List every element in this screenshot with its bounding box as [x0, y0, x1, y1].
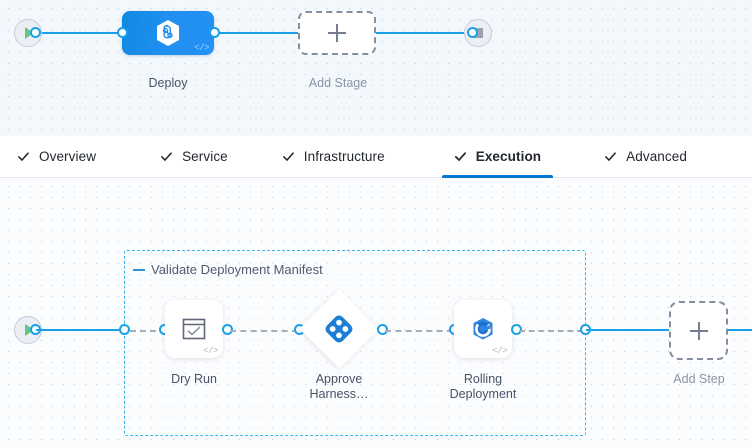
- tab-infrastructure[interactable]: Infrastructure: [281, 136, 386, 178]
- execution-canvas[interactable]: Validate Deployment Manifest </> Dry Run: [0, 178, 752, 448]
- exec-connector-dryrun-approve: [230, 330, 298, 332]
- minus-icon[interactable]: [133, 268, 145, 271]
- step-group-title: Validate Deployment Manifest: [151, 262, 323, 277]
- verify-checklist-icon: [182, 318, 206, 340]
- check-icon: [161, 152, 172, 161]
- exec-connector-group-addstep: [586, 329, 670, 331]
- stage-label-deploy: Deploy: [148, 76, 188, 90]
- stage-connector-add-end: [375, 32, 472, 34]
- stage-canvas[interactable]: </> Deploy Add Stage: [0, 0, 752, 136]
- exec-port-rolling-out[interactable]: [511, 324, 522, 335]
- add-stage-button[interactable]: [298, 11, 376, 55]
- step-group-header[interactable]: Validate Deployment Manifest: [133, 262, 323, 277]
- code-badge-icon: </>: [203, 346, 218, 356]
- tab-advanced-label: Advanced: [626, 149, 687, 164]
- stage-connector-start: [34, 32, 130, 34]
- step-label-rolling-deployment: Rolling Deployment: [449, 372, 517, 401]
- rolling-deployment-icon: [473, 318, 493, 340]
- step-label-dry-run: Dry Run: [171, 372, 217, 386]
- tab-overview-label: Overview: [39, 149, 97, 164]
- stage-port-deploy-in[interactable]: [117, 27, 128, 38]
- exec-connector-addstep-next: [728, 329, 752, 331]
- stage-port-deploy-out[interactable]: [209, 27, 220, 38]
- stop-icon: [473, 28, 483, 38]
- step-node-rolling-deployment[interactable]: </>: [454, 300, 512, 358]
- tab-service-label: Service: [182, 149, 228, 164]
- stage-config-tabs: Overview Service Infrastructure Executio…: [0, 136, 752, 178]
- add-step-button[interactable]: [669, 301, 728, 360]
- tab-service[interactable]: Service: [159, 136, 229, 178]
- step-node-dry-run[interactable]: </>: [165, 300, 223, 358]
- harness-approval-diamond-icon: [325, 315, 353, 343]
- stage-connector-deploy-add: [211, 32, 301, 34]
- add-stage-label: Add Stage: [308, 76, 368, 90]
- tab-execution[interactable]: Execution: [441, 136, 554, 178]
- tab-infrastructure-label: Infrastructure: [303, 149, 385, 164]
- play-icon: [25, 324, 34, 336]
- stage-port-end[interactable]: [467, 27, 478, 38]
- plus-icon: [689, 321, 708, 340]
- check-icon: [454, 152, 466, 161]
- code-badge-icon: </>: [492, 346, 507, 356]
- exec-connector-group-dryrun: [130, 330, 166, 332]
- code-badge-icon: </>: [194, 43, 209, 53]
- step-node-approve-harness[interactable]: [299, 289, 379, 369]
- stage-port-start[interactable]: [30, 27, 41, 38]
- exec-connector-start-group: [36, 329, 126, 331]
- tab-overview[interactable]: Overview: [16, 136, 97, 178]
- check-icon: [282, 152, 294, 161]
- exec-connector-approve-rolling: [385, 330, 453, 332]
- exec-port-group-in[interactable]: [119, 324, 130, 335]
- harness-hexagon-icon: [157, 20, 179, 46]
- exec-port-approve-out[interactable]: [377, 324, 388, 335]
- exec-connector-rolling-groupout: [519, 330, 583, 332]
- tab-execution-label: Execution: [475, 149, 542, 164]
- exec-port-dryrun-out[interactable]: [222, 324, 233, 335]
- play-icon: [25, 27, 34, 39]
- check-icon: [605, 152, 617, 161]
- step-label-approve-harness: Approve Harness…: [309, 372, 369, 401]
- add-step-label: Add Step: [673, 372, 725, 386]
- tab-active-underline: [441, 174, 554, 178]
- tab-advanced[interactable]: Advanced: [603, 136, 688, 178]
- plus-icon: [328, 24, 346, 42]
- stage-node-deploy[interactable]: </>: [122, 11, 214, 55]
- check-icon: [18, 152, 29, 161]
